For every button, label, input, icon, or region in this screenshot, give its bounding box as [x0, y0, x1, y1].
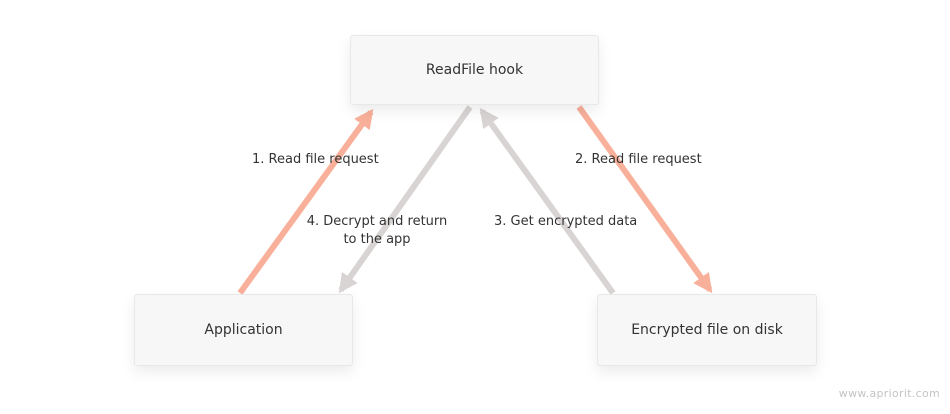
encrypted-file-label: Encrypted file on disk: [631, 322, 783, 338]
edge-label-hook-to-app: 4. Decrypt and return to the app: [306, 214, 448, 247]
edge-label-app-to-hook: 1. Read file request: [252, 152, 379, 167]
readfile-hook-node: ReadFile hook: [350, 35, 599, 105]
edge-label-disk-to-hook: 3. Get encrypted data: [494, 214, 638, 229]
edge-label-hook-to-disk: 2. Read file request: [575, 152, 702, 167]
arrow-hook-to-app: [338, 105, 473, 294]
readfile-hook-label: ReadFile hook: [425, 62, 524, 78]
watermark: www.apriorit.com: [838, 387, 940, 400]
arrow-disk-to-hook: [479, 107, 616, 295]
arrow-app-to-hook: [237, 108, 374, 295]
encrypted-file-node: Encrypted file on disk: [597, 294, 817, 366]
arrow-hook-to-disk: [576, 105, 713, 294]
application-label: Application: [204, 322, 283, 338]
application-node: Application: [134, 294, 353, 366]
